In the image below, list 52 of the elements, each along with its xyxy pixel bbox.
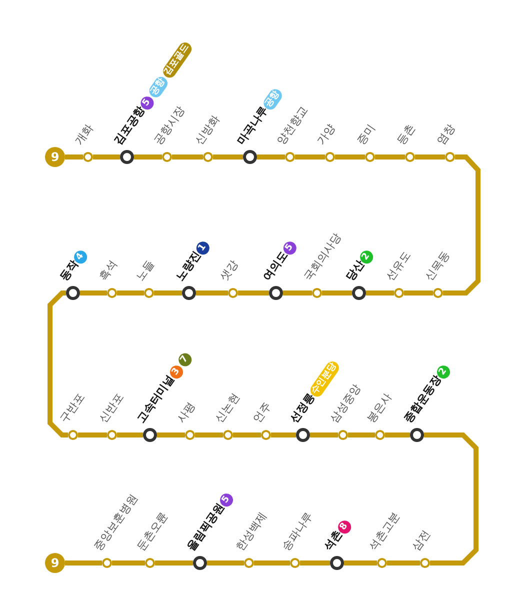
track-line [387, 560, 420, 566]
track-line [154, 290, 182, 296]
track-line [233, 432, 261, 438]
track-line [385, 432, 410, 438]
track-line [344, 560, 377, 566]
station-name: 가양 [314, 122, 339, 148]
track-line [48, 290, 68, 438]
track-line [300, 560, 330, 566]
track-line [117, 290, 144, 296]
track-line [348, 432, 375, 438]
track-line [322, 290, 352, 296]
track-line [134, 154, 162, 160]
track-line [335, 154, 365, 160]
track-line [65, 560, 102, 566]
track-line [65, 154, 83, 160]
track-line [424, 432, 478, 566]
track-line [443, 154, 480, 296]
track-line [117, 432, 143, 438]
track-line [310, 432, 338, 438]
track-line [213, 154, 243, 160]
track-line [415, 154, 445, 160]
station-name: 등촌 [394, 122, 419, 148]
track-line [157, 432, 185, 438]
track-line [238, 290, 269, 296]
track-line [283, 290, 312, 296]
station-name: 흑석 [96, 258, 121, 284]
station-name: 개화 [72, 122, 97, 148]
station-name: 노들 [134, 258, 158, 284]
station-name: 증미 [354, 122, 379, 148]
track-line [196, 290, 228, 296]
line-number-badge: 9 [45, 553, 65, 573]
track-line [195, 432, 223, 438]
track-line [93, 154, 120, 160]
station-name: 염창 [434, 122, 459, 148]
track-line [207, 560, 244, 566]
line-number-badge: 9 [45, 147, 65, 167]
track-line [271, 432, 296, 438]
station-name: 삼전 [410, 528, 434, 554]
track-line [254, 560, 290, 566]
track-line [366, 290, 394, 296]
station-name: 언주 [250, 400, 275, 426]
track-line [172, 154, 203, 160]
station-name: 사평 [174, 400, 199, 426]
track-line [295, 154, 325, 160]
track-line [404, 290, 433, 296]
station-name: 샛강 [218, 258, 242, 284]
track-line [257, 154, 285, 160]
track-line [78, 432, 107, 438]
track-line [375, 154, 405, 160]
track-line [112, 560, 145, 566]
track-line [155, 560, 193, 566]
track-line [80, 290, 107, 296]
